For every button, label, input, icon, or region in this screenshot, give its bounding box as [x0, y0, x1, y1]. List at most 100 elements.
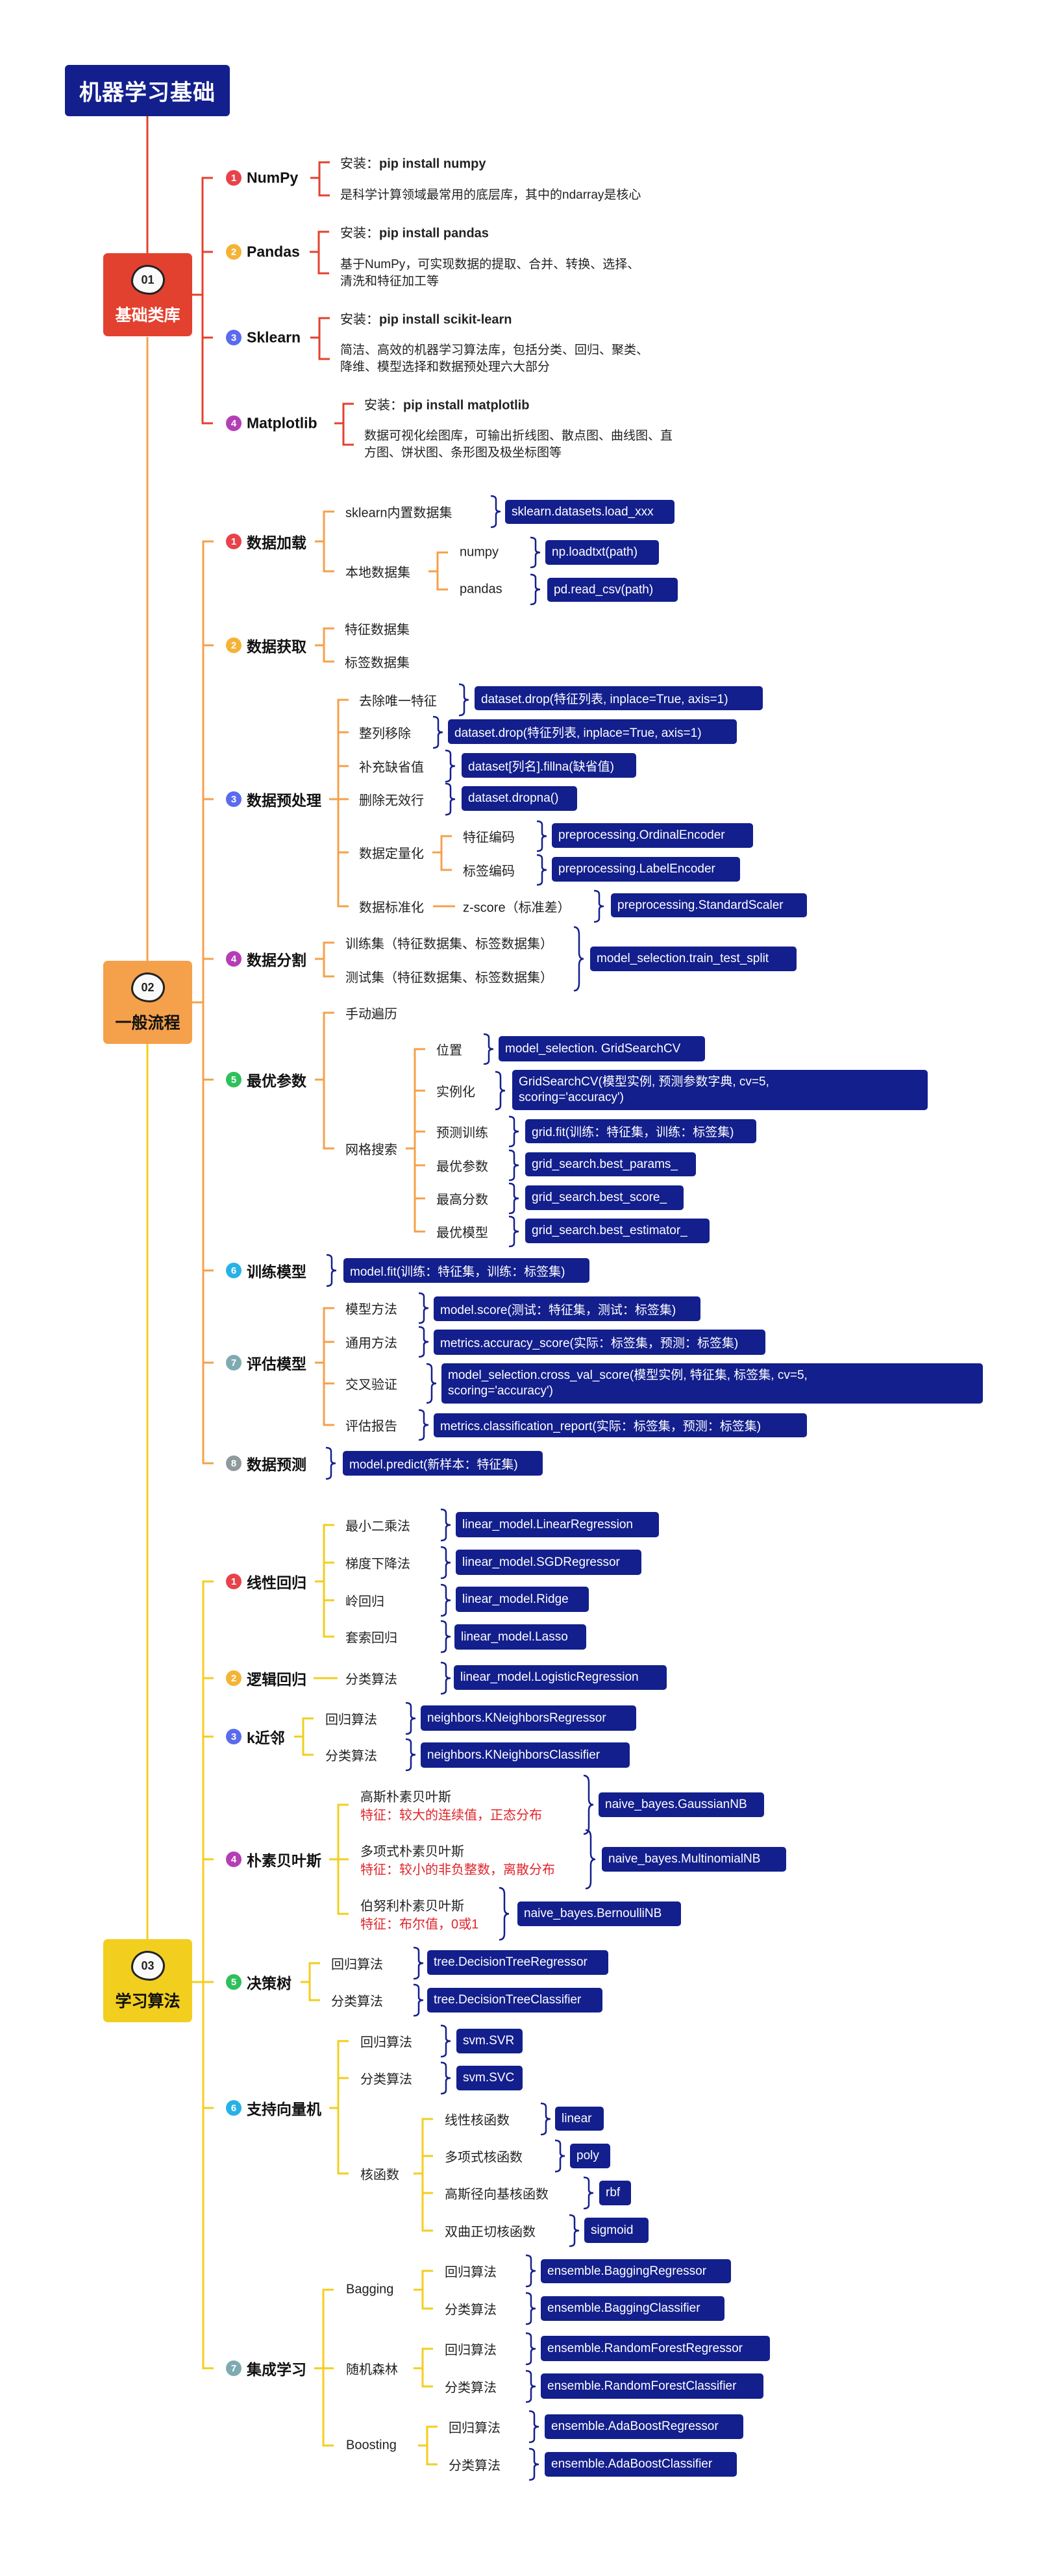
api-box[interactable]: naive_bayes.BernoulliNB [517, 1901, 681, 1926]
install-command[interactable]: 安装：pip install matplotlib [364, 395, 529, 414]
node-label[interactable]: 最优模型 [436, 1226, 488, 1241]
node-label[interactable]: 回归算法 [445, 2265, 497, 2280]
branch-label[interactable]: 线性回归 [247, 1574, 306, 1591]
branch-label[interactable]: Matplotlib [247, 414, 317, 432]
branch-label[interactable]: 逻辑回归 [247, 1671, 306, 1688]
section-learning-algorithms[interactable]: 03 学习算法 [103, 1939, 192, 2022]
api-box[interactable]: preprocessing.LabelEncoder [552, 857, 740, 882]
ensemble-group-label[interactable]: 随机森林 [346, 2362, 398, 2377]
api-box[interactable]: metrics.classification_report(实际：标签集，预测：… [434, 1413, 807, 1437]
branch-label[interactable]: Sklearn [247, 328, 301, 346]
api-box[interactable]: neighbors.KNeighborsRegressor [421, 1705, 636, 1731]
api-box[interactable]: rbf [599, 2181, 631, 2205]
branch-label[interactable]: 数据分割 [247, 952, 306, 969]
api-box[interactable]: naive_bayes.GaussianNB [599, 1792, 764, 1817]
api-box[interactable]: ensemble.AdaBoostRegressor [545, 2414, 743, 2439]
node-label[interactable]: 分类算法 [325, 1749, 377, 1764]
api-box[interactable]: svm.SVR [456, 2029, 523, 2053]
node-label[interactable]: 最优参数 [436, 1159, 488, 1174]
api-box[interactable]: tree.DecisionTreeRegressor [427, 1950, 608, 1975]
node-label[interactable]: 线性核函数 [445, 2113, 510, 2128]
api-box[interactable]: tree.DecisionTreeClassifier [427, 1988, 602, 2012]
branch-label[interactable]: 训练模型 [247, 1263, 306, 1280]
node-label[interactable]: 高斯朴素贝叶斯 [360, 1790, 451, 1805]
branch-label[interactable]: 决策树 [247, 1975, 291, 1992]
node-label[interactable]: 特征编码 [463, 830, 515, 845]
node-label[interactable]: 手动遍历 [345, 1007, 397, 1022]
node-label[interactable]: 标签数据集 [345, 656, 410, 671]
section-general-workflow[interactable]: 02 一般流程 [103, 961, 192, 1044]
api-box[interactable]: GridSearchCV(模型实例, 预测参数字典, cv=5, scoring… [512, 1070, 928, 1110]
api-box[interactable]: dataset.dropna() [462, 786, 577, 811]
node-label[interactable]: 最小二乘法 [345, 1519, 410, 1534]
install-command[interactable]: 安装：pip install pandas [340, 223, 489, 242]
api-box[interactable]: model_selection.cross_val_score(模型实例, 特征… [441, 1363, 983, 1404]
node-label[interactable]: numpy [460, 545, 499, 560]
node-label[interactable]: 删除无效行 [359, 793, 424, 808]
node-label[interactable]: 分类算法 [445, 2303, 497, 2318]
node-label[interactable]: 数据标准化 [359, 900, 424, 915]
node-label[interactable]: 回归算法 [449, 2421, 501, 2436]
api-box[interactable]: ensemble.RandomForestRegressor [541, 2336, 770, 2361]
branch-label[interactable]: k近邻 [247, 1729, 285, 1746]
node-label[interactable]: 核函数 [360, 2168, 399, 2183]
api-box[interactable]: sigmoid [584, 2218, 649, 2243]
node-label[interactable]: 梯度下降法 [345, 1557, 410, 1572]
node-label[interactable]: 分类算法 [445, 2381, 497, 2396]
branch-label[interactable]: 评估模型 [247, 1356, 306, 1372]
api-box[interactable]: pd.read_csv(path) [547, 578, 678, 602]
feature-note[interactable]: 特征：较大的连续值，正态分布 [360, 1808, 542, 1823]
api-box[interactable]: linear_model.LogisticRegression [454, 1665, 667, 1690]
root-title[interactable]: 机器学习基础 [65, 65, 230, 116]
api-box[interactable]: ensemble.BaggingClassifier [541, 2296, 724, 2321]
branch-label[interactable]: 集成学习 [247, 2361, 306, 2378]
api-box[interactable]: model.fit(训练：特征集，训练：标签集) [343, 1258, 589, 1283]
node-label[interactable]: 套索回归 [345, 1631, 397, 1646]
api-box[interactable]: np.loadtxt(path) [545, 540, 659, 565]
node-label[interactable]: 整列移除 [359, 726, 411, 741]
ensemble-group-label[interactable]: Boosting [346, 2438, 397, 2453]
branch-label[interactable]: 朴素贝叶斯 [247, 1852, 321, 1869]
node-label[interactable]: 实例化 [436, 1085, 475, 1100]
branch-label[interactable]: Pandas [247, 243, 300, 260]
feature-note[interactable]: 特征：较小的非负整数，离散分布 [360, 1863, 555, 1877]
branch-label[interactable]: 数据获取 [247, 638, 306, 655]
node-label[interactable]: 补充缺省值 [359, 760, 424, 775]
node-label[interactable]: 回归算法 [445, 2343, 497, 2358]
branch-label[interactable]: 数据预测 [247, 1456, 306, 1473]
node-label[interactable]: 最高分数 [436, 1193, 488, 1208]
api-box[interactable]: model_selection.train_test_split [590, 947, 797, 971]
api-box[interactable]: linear_model.LinearRegression [456, 1512, 659, 1537]
node-label[interactable]: 伯努利朴素贝叶斯 [360, 1899, 464, 1914]
install-command[interactable]: 安装：pip install scikit-learn [340, 309, 512, 328]
node-label[interactable]: 回归算法 [325, 1713, 377, 1728]
api-box[interactable]: metrics.accuracy_score(实际：标签集，预测：标签集) [434, 1330, 765, 1355]
branch-label[interactable]: 数据加载 [247, 534, 306, 551]
node-label[interactable]: 网格搜索 [345, 1143, 397, 1158]
install-command[interactable]: 安装：pip install numpy [340, 153, 486, 172]
node-label[interactable]: 双曲正切核函数 [445, 2225, 536, 2240]
api-box[interactable]: linear [555, 2107, 604, 2131]
api-box[interactable]: naive_bayes.MultinomialNB [602, 1847, 786, 1872]
node-label[interactable]: 测试集（特征数据集、标签数据集） [345, 971, 553, 985]
api-box[interactable]: dataset[列名].fillna(缺省值) [462, 753, 636, 778]
branch-label[interactable]: 最优参数 [247, 1072, 306, 1089]
node-label[interactable]: 数据定量化 [359, 847, 424, 861]
api-box[interactable]: neighbors.KNeighborsClassifier [421, 1742, 630, 1768]
api-box[interactable]: preprocessing.StandardScaler [611, 893, 807, 917]
api-box[interactable]: poly [570, 2144, 610, 2168]
api-box[interactable]: model_selection. GridSearchCV [499, 1036, 705, 1061]
branch-label[interactable]: NumPy [247, 169, 299, 186]
api-box[interactable]: dataset.drop(特征列表, inplace=True, axis=1) [448, 719, 737, 744]
api-box[interactable]: linear_model.SGDRegressor [456, 1550, 641, 1575]
node-label[interactable]: 特征数据集 [345, 623, 410, 638]
node-label[interactable]: z-score（标准差） [463, 900, 571, 915]
api-box[interactable]: grid_search.best_params_ [525, 1152, 696, 1176]
api-box[interactable]: ensemble.BaggingRegressor [541, 2259, 731, 2283]
node-label[interactable]: 分类算法 [360, 2072, 412, 2087]
node-label[interactable]: 评估报告 [345, 1419, 397, 1434]
node-label[interactable]: sklearn内置数据集 [345, 506, 452, 521]
node-label[interactable]: 岭回归 [345, 1594, 384, 1609]
section-basic-libraries[interactable]: 01 基础类库 [103, 253, 192, 336]
library-description[interactable]: 是科学计算领域最常用的底层库，其中的ndarray是核心 [340, 188, 641, 202]
